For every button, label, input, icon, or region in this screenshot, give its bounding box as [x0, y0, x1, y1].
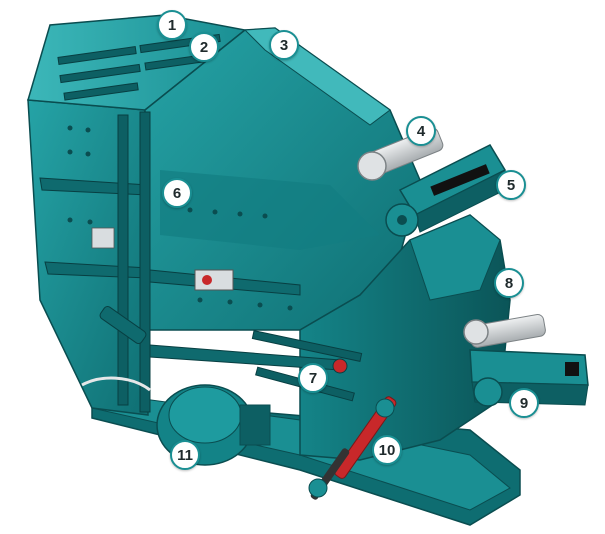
upper-arm-housing [385, 144, 507, 237]
callout-4: 4 [406, 116, 436, 146]
frame-stiffeners [117, 111, 151, 413]
callout-6: 6 [162, 178, 192, 208]
inspection-port [194, 269, 234, 291]
callout-3: 3 [269, 30, 299, 60]
callout-7: 7 [298, 363, 328, 393]
right-side-upper-plate [409, 214, 501, 301]
callout-2: 2 [189, 32, 219, 62]
callout-1: 1 [157, 10, 187, 40]
left-side-cylinder [81, 305, 151, 392]
warning-label [91, 227, 115, 249]
hood-shadow-band [160, 170, 380, 250]
bolt-heads [67, 125, 293, 311]
callout-8: 8 [494, 268, 524, 298]
callout-5: 5 [496, 170, 526, 200]
hydraulic-cylinder [308, 396, 397, 500]
left-housing [27, 99, 149, 416]
callout-11: 11 [170, 440, 200, 470]
lower-adjust-cylinder [463, 314, 546, 348]
callout-9: 9 [509, 388, 539, 418]
callout-10: 10 [372, 435, 402, 465]
